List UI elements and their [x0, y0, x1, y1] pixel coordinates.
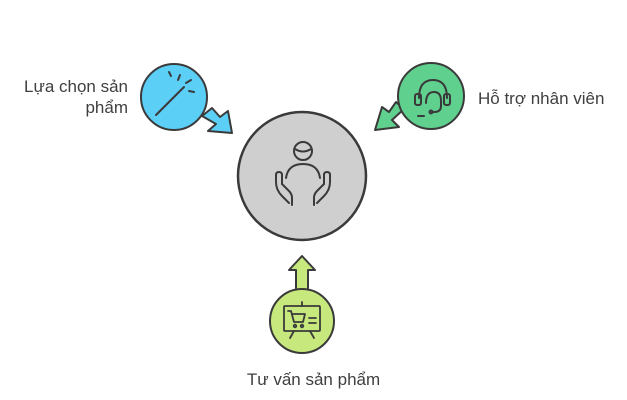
product-selection-label: Lựa chọn sản phẩm	[24, 76, 128, 118]
staff-support-arrow	[374, 101, 405, 131]
headset-support-icon	[414, 79, 451, 117]
product-selection-label-line2: phẩm	[85, 98, 128, 117]
staff-support-label: Hỗ trợ nhân viên	[478, 89, 605, 108]
product-selection-arrow	[201, 107, 233, 134]
caring-hands-person-icon	[275, 141, 331, 206]
shopping-cart-presentation-icon	[283, 301, 321, 339]
product-consulting-node	[269, 255, 335, 354]
product-selection-label-line1: Lựa chọn sản	[23, 77, 128, 96]
product-selection-node	[140, 63, 233, 134]
center-hub	[236, 110, 368, 242]
magic-wand-icon	[155, 71, 195, 116]
product-consulting-arrow	[288, 255, 316, 294]
product-consulting-label: Tư vấn sản phẩm	[246, 370, 381, 389]
staff-support-node	[374, 62, 465, 131]
